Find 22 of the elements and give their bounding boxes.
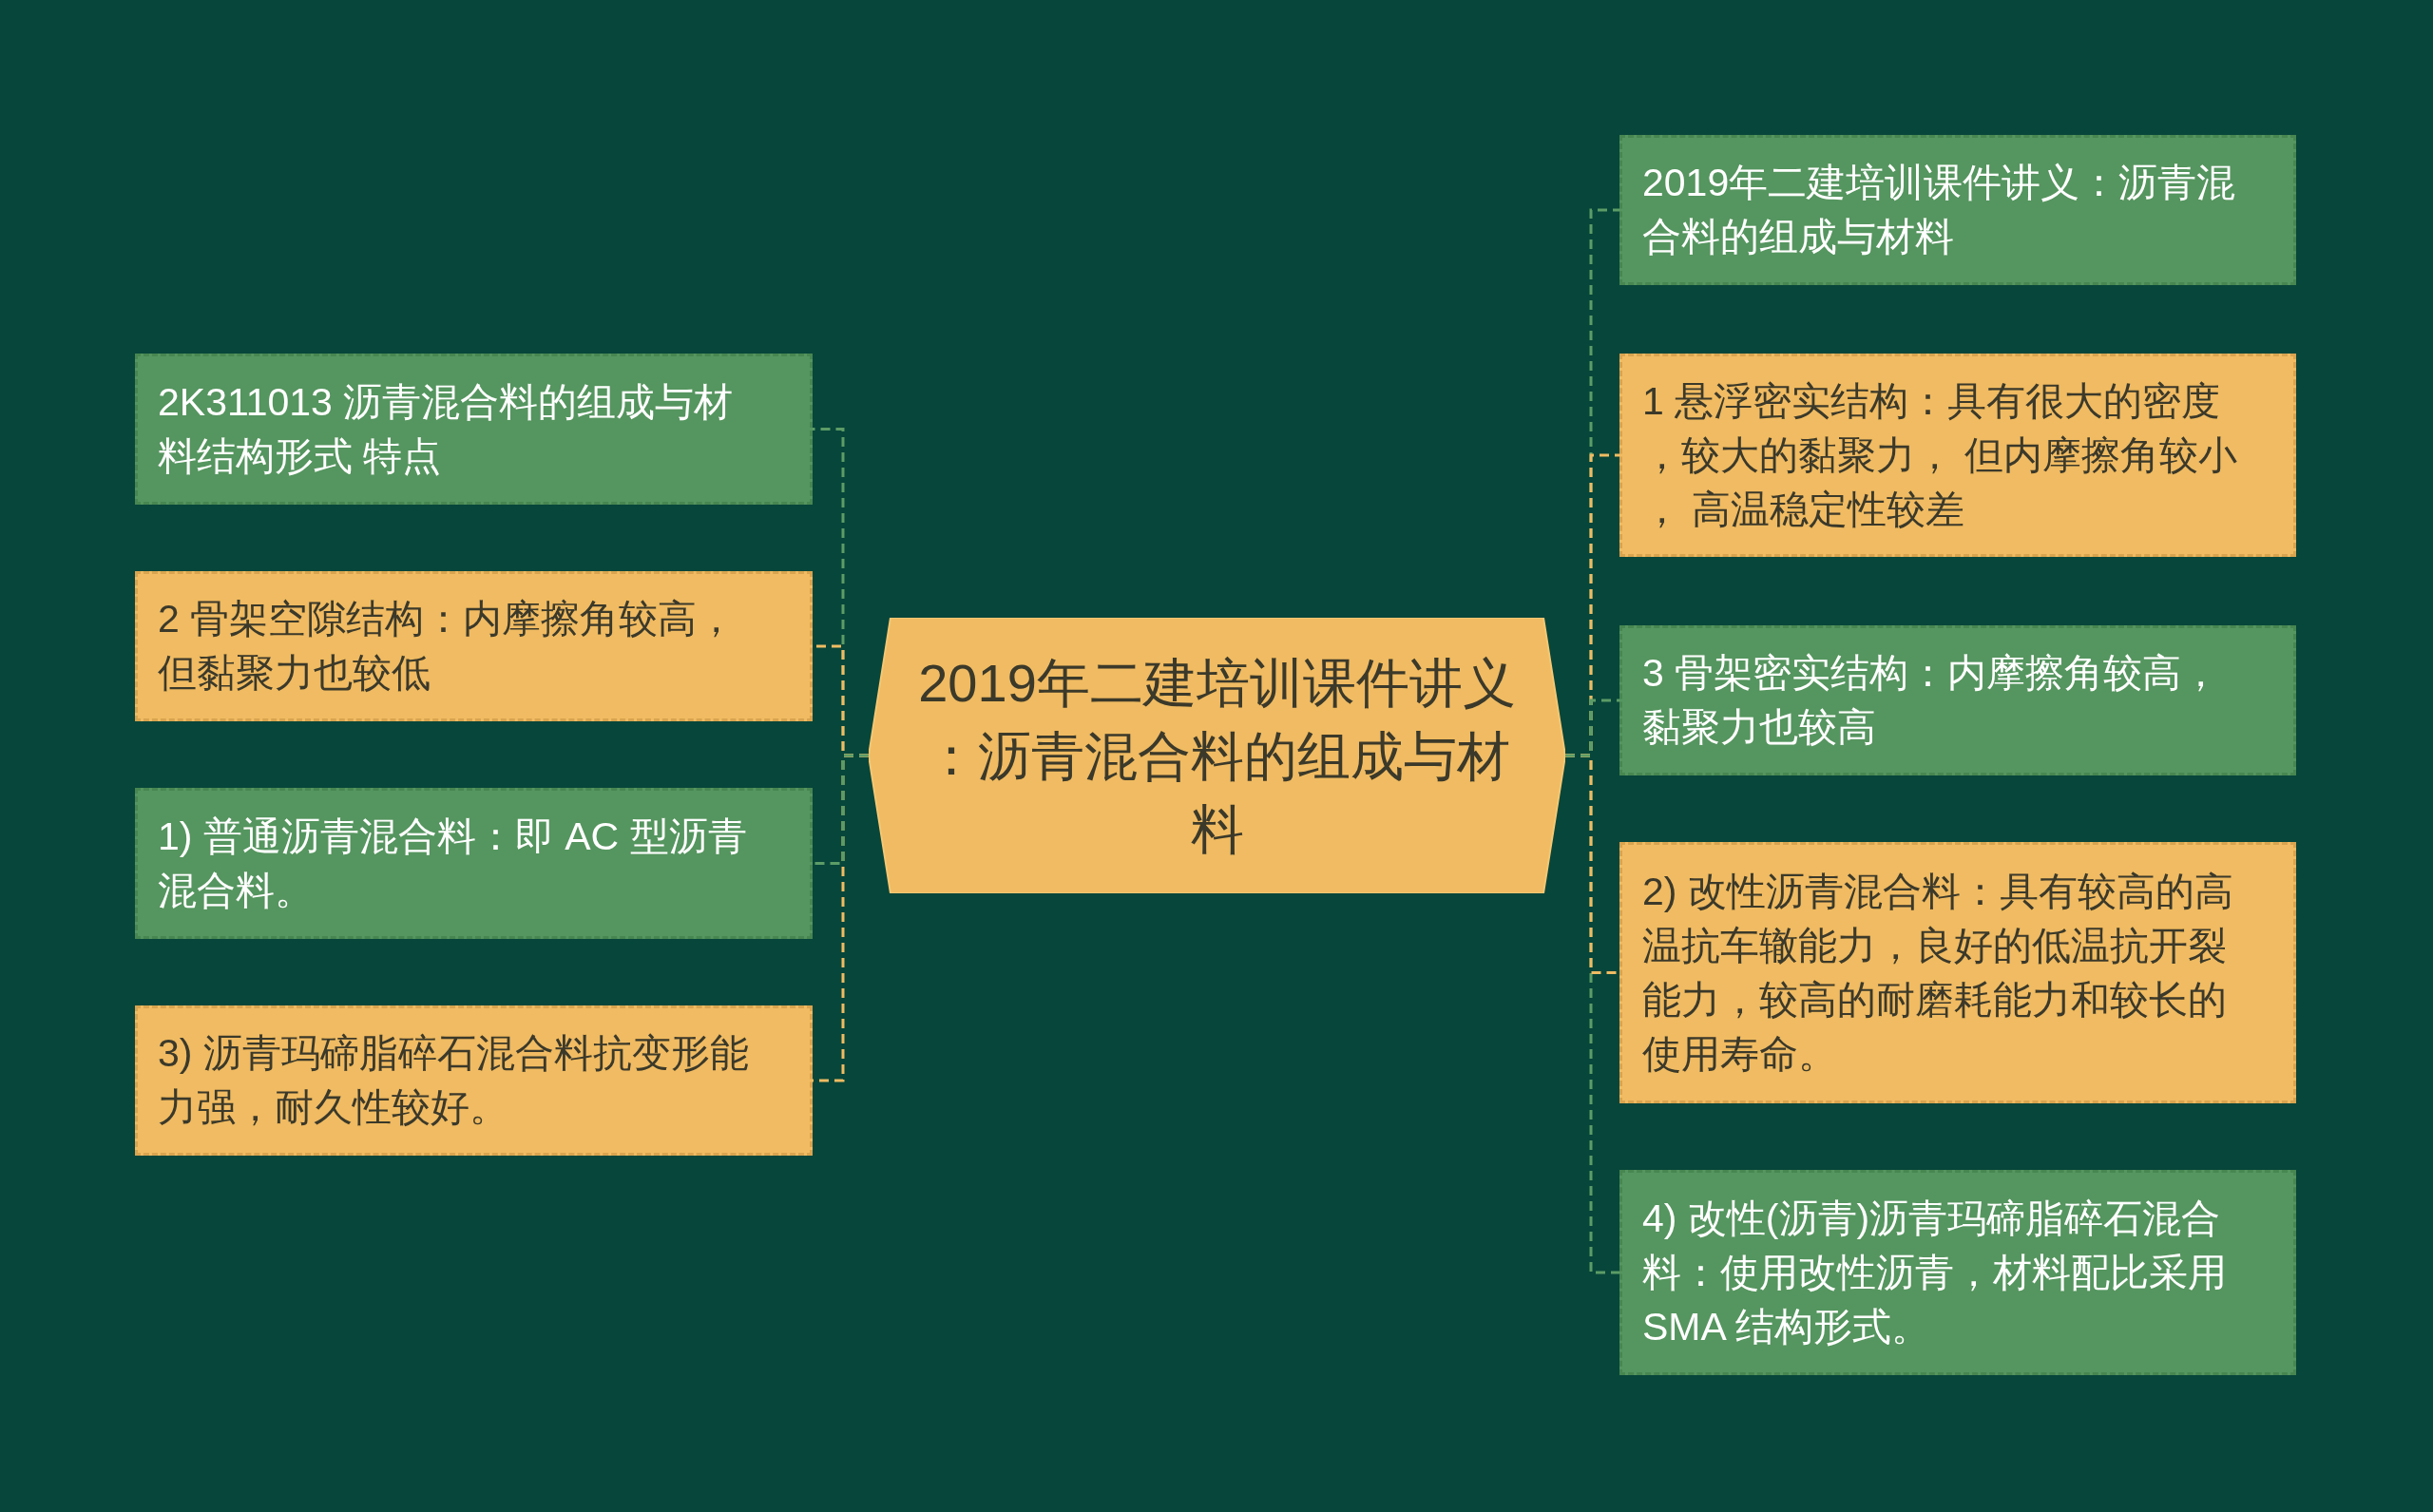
topic-box [1619, 1170, 2296, 1375]
topic-text: 1) 普通沥青混合料：即 AC 型沥青混合料。 [158, 813, 748, 914]
central-topic-text: 2019年二建培训课件讲义：沥青混合料的组成与材料 [917, 651, 1517, 861]
topic-box [1619, 135, 2296, 285]
topic-box [1619, 625, 2296, 775]
topic-text: 3) 沥青玛碲脂碎石混合料抗变形能力强，耐久性较好。 [158, 1030, 750, 1131]
topic-box [1619, 842, 2296, 1103]
connector-line [813, 754, 869, 865]
topic-text: 2K311013 沥青混合料的组成与材料结构形式 特点 [158, 378, 735, 480]
topic-text: 4) 改性(沥青)沥青玛碲脂碎石混合料：使用改性沥青，材料配比采用 SMA 结构形式。 [1642, 1195, 2228, 1350]
topic-text: 2 骨架空隙结构：内摩擦角较高，但黏聚力也较低 [158, 596, 738, 697]
topic-text: 2019年二建培训课件讲义：沥青混合料的组成与材料 [1642, 160, 2237, 260]
connector-line [1565, 699, 1619, 757]
topic-box [135, 788, 813, 939]
central-topic [869, 618, 1565, 893]
topic-box [135, 1005, 813, 1156]
topic-box [135, 571, 813, 721]
topic-text: 2) 改性沥青混合料：具有较高的高温抗车辙能力，良好的低温抗开裂能力，较高的耐磨耗能力和较长的使用寿命。 [1642, 868, 2234, 1078]
topic-box [135, 354, 813, 505]
topic-text: 1 悬浮密实结构：具有很大的密度，较大的黏聚力， 但内摩擦角较小， 高温稳定性较差 [1642, 377, 2239, 533]
topic-text: 3 骨架密实结构：内摩擦角较高，黏聚力也较高 [1642, 650, 2222, 751]
topic-box [1619, 354, 2296, 557]
